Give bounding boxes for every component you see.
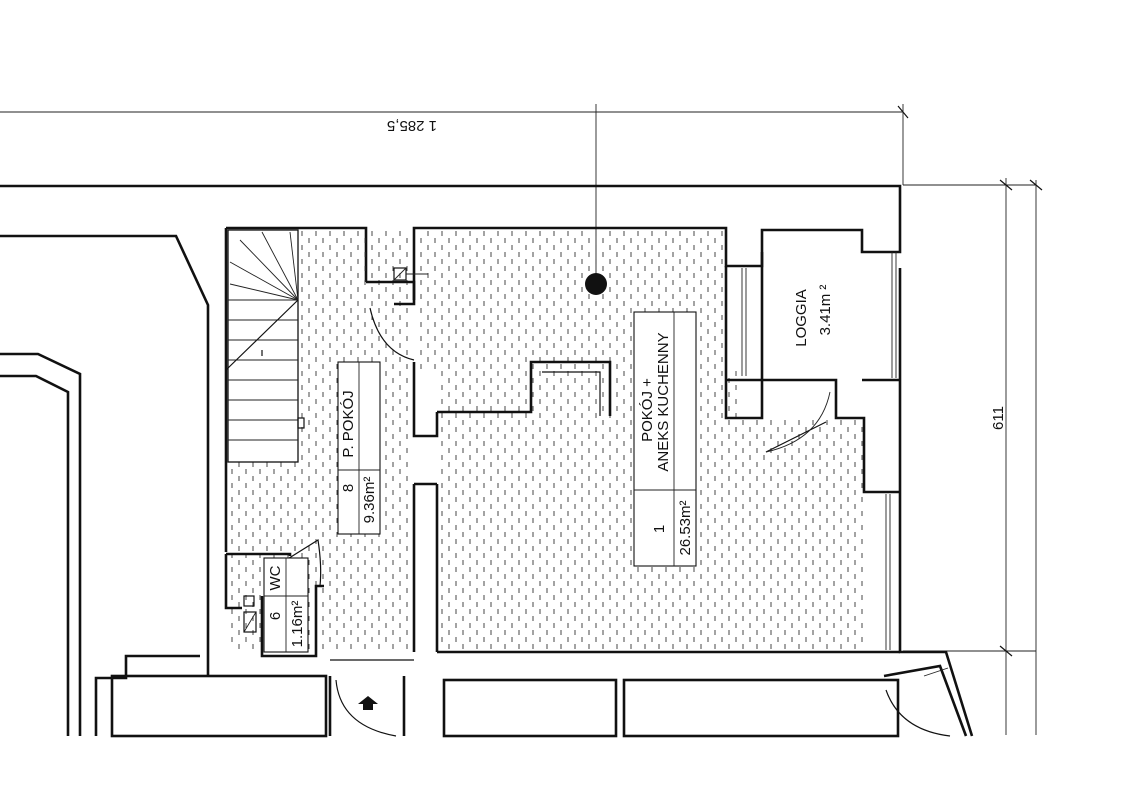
room-8-name: P. POKÓJ <box>340 390 357 457</box>
shaft <box>366 267 428 306</box>
loggia-name: LOGGIA <box>793 289 810 347</box>
interior-walls <box>412 252 900 652</box>
room-6-number: 6 <box>267 612 284 620</box>
wc-walls <box>224 552 324 658</box>
entrance-walls <box>110 659 968 738</box>
room-8-area: 9.36m² <box>361 477 378 524</box>
doors <box>285 307 831 737</box>
staircase <box>225 229 305 463</box>
room-6-area: 1.16m² <box>289 601 306 648</box>
room-1-number: 1 <box>651 525 668 533</box>
room-6-label: WC 6 1.16m² <box>263 557 309 653</box>
room-6-name: WC <box>267 565 284 590</box>
light-point-icon <box>585 273 607 295</box>
room-1-label: POKÓJ + ANEKS KUCHENNY 1 26.53m² <box>633 311 697 567</box>
room-8-label: P. POKÓJ 8 9.36m² <box>337 361 381 535</box>
loggia-label: LOGGIA 3.41m ² <box>793 285 834 347</box>
room-1-name-line2: ANEKS KUCHENNY <box>655 332 672 471</box>
dimension-right <box>903 178 1043 735</box>
room-1-area: 26.53m² <box>677 500 694 555</box>
loggia-area: 3.41m ² <box>817 285 834 336</box>
entrance-arrow-icon <box>358 696 378 710</box>
loggia-windows <box>741 252 897 650</box>
dimension-width-label: 1 285,5 <box>387 117 437 134</box>
dimension-height-label: 611 <box>990 406 1007 430</box>
room-1-name-line1: POKÓJ + <box>639 378 656 442</box>
room-8-number: 8 <box>340 484 357 492</box>
